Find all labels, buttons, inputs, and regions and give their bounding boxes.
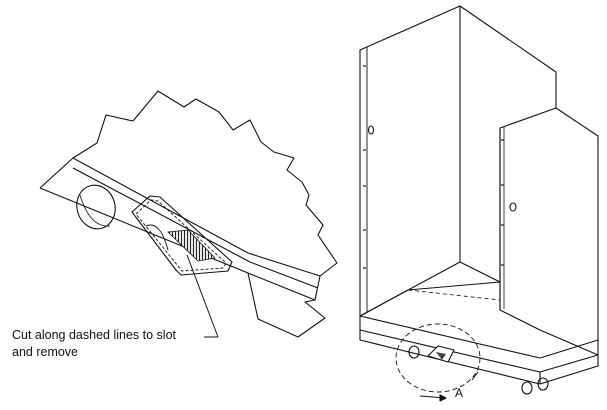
left-flange-rivets bbox=[363, 65, 366, 269]
interior-back-floor-edge bbox=[459, 261, 501, 283]
callout-leader bbox=[186, 254, 219, 338]
callout-line-1: Cut along dashed lines to slot bbox=[12, 328, 176, 342]
slot-tab-outline bbox=[131, 195, 233, 276]
callout-text: Cut along dashed lines to slot and remov… bbox=[12, 327, 202, 361]
knockout-hole-inner bbox=[79, 194, 111, 227]
floor-back-edge bbox=[359, 281, 501, 317]
base-front-edge bbox=[39, 187, 249, 274]
callout-line-2: and remove bbox=[12, 345, 79, 359]
base-top-right-edge bbox=[539, 339, 599, 359]
right-panel-hole bbox=[509, 202, 517, 212]
left-side-panel bbox=[359, 5, 461, 317]
base-top-edge bbox=[72, 157, 249, 254]
base-front-face-line bbox=[72, 167, 251, 263]
base-right-top-edge bbox=[247, 252, 321, 277]
detail-arrow-head bbox=[439, 394, 447, 402]
base-knockout-right-2 bbox=[537, 377, 549, 391]
detail-pointer bbox=[471, 371, 479, 381]
cabinet-view bbox=[359, 5, 599, 402]
detail-circle bbox=[395, 323, 481, 393]
floor-dashed-line bbox=[407, 289, 501, 301]
detail-label: A bbox=[455, 386, 464, 400]
knockout-hole bbox=[76, 184, 116, 230]
base-knockout-right-1 bbox=[521, 381, 533, 395]
base-slot-shade bbox=[436, 352, 446, 360]
base-right-front-edge bbox=[247, 272, 316, 301]
base-top-front-edge bbox=[359, 315, 541, 359]
back-top-edge bbox=[459, 5, 557, 73]
right-side-panel bbox=[499, 107, 599, 356]
right-flange-rivets bbox=[501, 139, 504, 266]
detail-view bbox=[39, 90, 338, 338]
slot-inner-arc bbox=[145, 224, 169, 251]
detail-break-outline bbox=[39, 90, 338, 338]
slot-dashed-cut-line bbox=[135, 199, 227, 272]
left-panel-hole bbox=[367, 125, 375, 135]
slot-hatched-region bbox=[167, 229, 216, 262]
base-knockout-left bbox=[408, 345, 420, 359]
base-right-face-line bbox=[249, 261, 319, 289]
